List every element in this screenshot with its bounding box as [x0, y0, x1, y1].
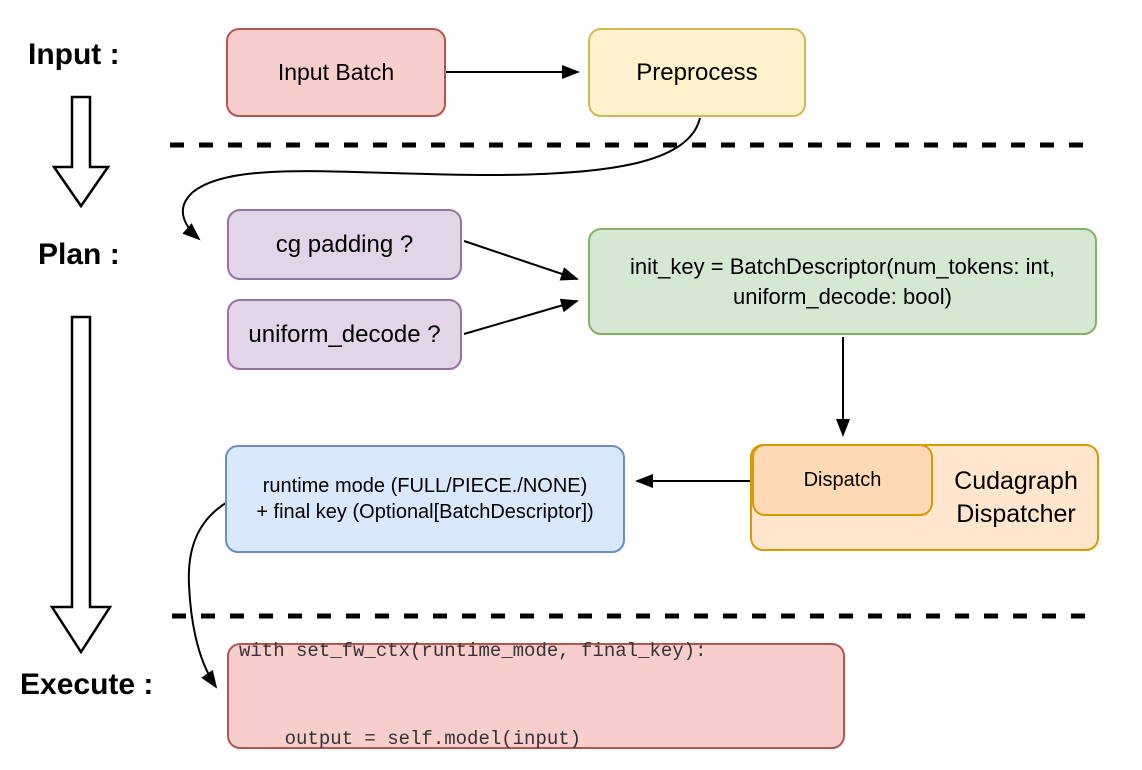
node-uniform-decode: uniform_decode ? [227, 299, 462, 370]
node-cg-padding-label: cg padding ? [275, 230, 414, 258]
node-init-key-line2: uniform_decode: bool) [733, 283, 952, 309]
node-runtime-mode-label: runtime mode (FULL/PIECE./NONE) + final … [227, 473, 623, 526]
node-uniform-decode-label: uniform_decode ? [248, 320, 441, 348]
execute-code-line1: with set_fw_ctx(runtime_mode, final_key)… [239, 640, 707, 663]
node-init-key-label: init_key = BatchDescriptor(num_tokens: i… [590, 252, 1095, 310]
edge-preprocess-cgpadding [181, 117, 701, 241]
node-input-batch-label: Input Batch [277, 59, 395, 86]
node-input-batch: Input Batch [226, 28, 446, 117]
cudagraph-dispatcher-line1: Cudagraph [954, 467, 1078, 495]
cudagraph-dispatcher-line2: Dispatcher [956, 499, 1076, 528]
hollow-arrow-input [51, 95, 111, 209]
node-runtime-mode: runtime mode (FULL/PIECE./NONE) + final … [225, 445, 625, 553]
section-label-input: Input : [28, 38, 120, 71]
node-dispatch: Dispatch [752, 444, 933, 516]
node-execute-code: with set_fw_ctx(runtime_mode, final_key)… [227, 640, 845, 750]
section-label-plan: Plan : [38, 238, 120, 271]
execute-code-text: with set_fw_ctx(runtime_mode, final_key)… [229, 578, 843, 770]
node-runtime-mode-line2: + final key (Optional[BatchDescriptor]) [256, 501, 594, 523]
node-cudagraph-dispatcher-label: Cudagraph Dispatcher [933, 444, 1099, 551]
node-preprocess: Preprocess [588, 28, 806, 117]
node-cg-padding: cg padding ? [227, 209, 462, 280]
node-preprocess-label: Preprocess [636, 58, 758, 86]
node-dispatch-label: Dispatch [803, 468, 882, 491]
node-init-key: init_key = BatchDescriptor(num_tokens: i… [588, 228, 1097, 335]
execute-code-line2: output = self.model(input) [239, 728, 582, 751]
hollow-arrow-plan [49, 315, 113, 655]
edge-uniformdecode-initkey [463, 298, 579, 335]
edge-cgpadding-initkey [463, 240, 579, 281]
node-runtime-mode-line1: runtime mode (FULL/PIECE./NONE) [262, 474, 588, 497]
edge-runtimemode-executecode [187, 500, 230, 689]
section-label-execute: Execute : [20, 668, 154, 701]
node-init-key-line1: init_key = BatchDescriptor(num_tokens: i… [630, 254, 1055, 280]
